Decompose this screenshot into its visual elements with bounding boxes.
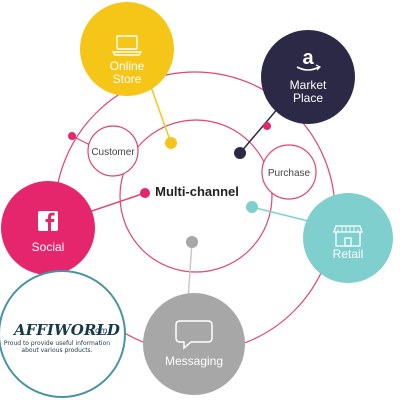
- center-label: Multi-channel: [155, 184, 239, 199]
- node-messaging: Messaging: [143, 293, 245, 395]
- inner-ring: [119, 119, 273, 273]
- dot-messaging: [186, 236, 198, 248]
- node-social: Social: [1, 181, 95, 275]
- watermark-suffix: .com: [88, 326, 108, 335]
- watermark-brand: AFFIWORLD: [12, 321, 120, 339]
- purchase-bubble: [261, 144, 317, 200]
- customer-bubble: [87, 125, 139, 177]
- node-retail: Retail: [303, 193, 393, 283]
- laptop-icon: [111, 35, 143, 56]
- customer-label: Customer: [91, 147, 135, 158]
- speech-bubble-icon: [175, 320, 213, 350]
- node-marketplace: a Market Place: [261, 30, 355, 124]
- marketplace-label-line1: Market: [290, 78, 327, 92]
- dot-marketplace: [234, 147, 246, 159]
- connector-messaging: [187, 241, 193, 301]
- dot-social: [140, 188, 150, 198]
- messaging-label: Messaging: [165, 354, 223, 368]
- svg-text:a: a: [302, 47, 314, 69]
- amazon-logo-icon: a: [296, 47, 322, 71]
- watermark-tagline-2: about various products.: [21, 347, 92, 354]
- affiworld-watermark: AFFIWORLD .com Proud to provide useful i…: [0, 270, 126, 398]
- watermark-tagline-1: Proud to provide useful information: [4, 340, 110, 347]
- dot-customer: [68, 132, 76, 140]
- purchase-label: Purchase: [268, 168, 311, 179]
- dot-retail: [246, 201, 258, 213]
- retail-label: Retail: [333, 247, 364, 261]
- connector-retail: [251, 206, 313, 223]
- social-label: Social: [32, 240, 65, 254]
- storefront-icon: [333, 225, 363, 247]
- dot-online-store: [165, 137, 177, 149]
- marketplace-label-line2: Place: [293, 91, 323, 105]
- online-store-label-line2: Store: [113, 72, 142, 86]
- dot-purchase: [263, 122, 271, 130]
- online-store-label-line1: Online: [110, 59, 145, 73]
- facebook-icon: [38, 211, 58, 231]
- node-online-store: Online Store: [80, 2, 174, 96]
